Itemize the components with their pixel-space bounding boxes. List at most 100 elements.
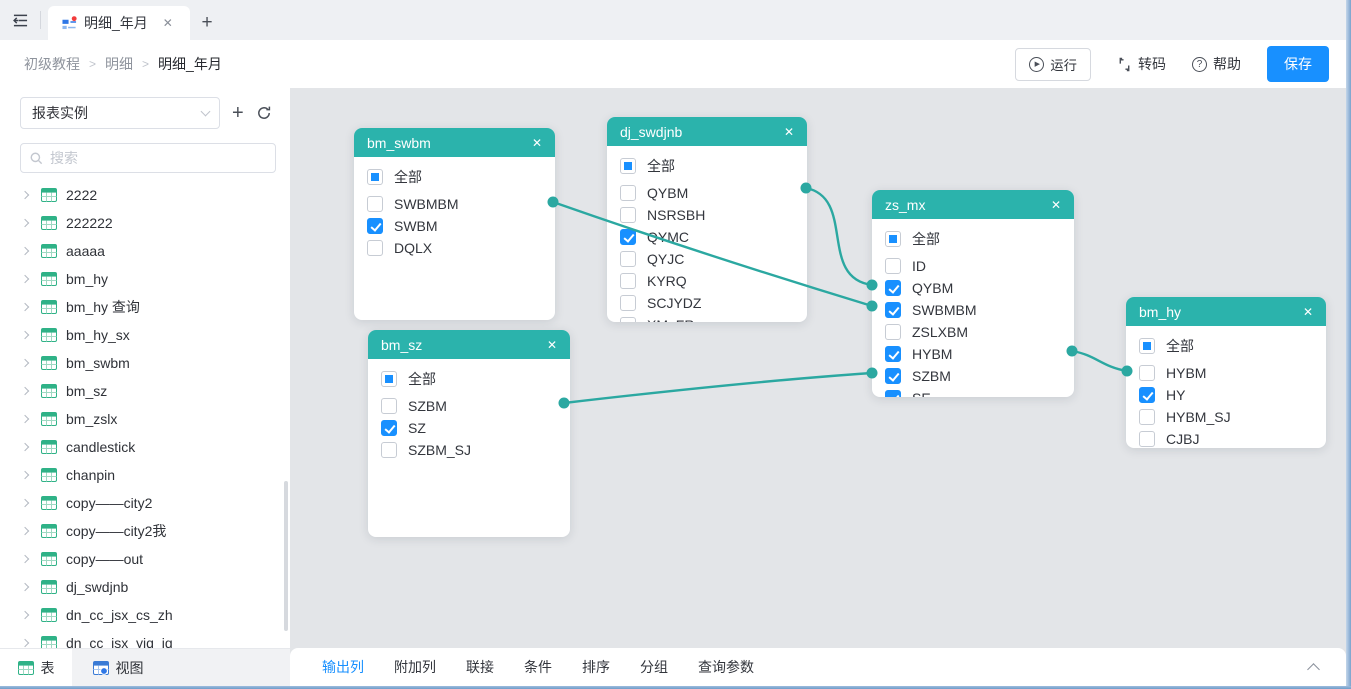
- field-row[interactable]: ID: [885, 255, 1061, 277]
- card-header[interactable]: dj_swdjnb: [607, 117, 807, 146]
- field-row[interactable]: QYBM: [885, 277, 1061, 299]
- tab-close-icon[interactable]: [163, 16, 173, 30]
- checkbox[interactable]: [367, 218, 383, 234]
- table-card-bm_swbm[interactable]: bm_swbm 全部 SWBMBM SWBM DQLX: [354, 128, 555, 320]
- field-row[interactable]: ZSLXBM: [885, 321, 1061, 343]
- tab-extra-columns[interactable]: 附加列: [394, 659, 436, 675]
- field-row[interactable]: KYRQ: [620, 270, 794, 292]
- checkbox[interactable]: [367, 240, 383, 256]
- tab-sort[interactable]: 排序: [582, 659, 610, 675]
- card-close-icon[interactable]: [532, 136, 542, 150]
- field-row[interactable]: SZ: [381, 417, 557, 439]
- field-row[interactable]: SZBM: [381, 395, 557, 417]
- field-row[interactable]: 全部: [367, 166, 542, 188]
- checkbox[interactable]: [885, 324, 901, 340]
- tab-conditions[interactable]: 条件: [524, 659, 552, 675]
- sidebar-item-bm_sz[interactable]: bm_sz: [0, 377, 290, 405]
- field-row[interactable]: HYBM: [885, 343, 1061, 365]
- connection-zs_mx-bm_hy[interactable]: [1071, 349, 1128, 373]
- new-tab-button[interactable]: [190, 6, 224, 40]
- chevron-right-icon[interactable]: [22, 416, 32, 422]
- field-row[interactable]: DQLX: [367, 237, 542, 259]
- checkbox[interactable]: [620, 251, 636, 267]
- chevron-right-icon[interactable]: [22, 192, 32, 198]
- chevron-right-icon[interactable]: [22, 500, 32, 506]
- tab-tables[interactable]: 表: [0, 649, 72, 686]
- field-row[interactable]: HYBM: [1139, 362, 1313, 384]
- sidebar-item-copy-city2[interactable]: copy——city2: [0, 489, 290, 517]
- checkbox[interactable]: [620, 295, 636, 311]
- search-input[interactable]: [50, 150, 267, 166]
- chevron-right-icon[interactable]: [22, 528, 32, 534]
- sidebar-scrollbar[interactable]: [284, 481, 288, 631]
- sidebar-item-2222[interactable]: 2222: [0, 181, 290, 209]
- field-row[interactable]: HYBM_SJ: [1139, 406, 1313, 428]
- query-designer-canvas[interactable]: bm_swbm 全部 SWBMBM SWBM DQLX dj_swdjnb 全部…: [290, 88, 1351, 686]
- card-close-icon[interactable]: [784, 125, 794, 139]
- checkbox[interactable]: [885, 368, 901, 384]
- table-card-bm_hy[interactable]: bm_hy 全部 HYBM HY HYBM_SJ CJBJ: [1126, 297, 1326, 448]
- sidebar-item-222222[interactable]: 222222: [0, 209, 290, 237]
- checkbox[interactable]: [620, 185, 636, 201]
- field-row[interactable]: 全部: [620, 155, 794, 177]
- help-button[interactable]: 帮助: [1192, 54, 1241, 74]
- checkbox[interactable]: [367, 196, 383, 212]
- field-row[interactable]: XM_FR: [620, 314, 794, 322]
- connection-dj_swdjnb-zs_mx[interactable]: [805, 186, 873, 287]
- card-header[interactable]: bm_hy: [1126, 297, 1326, 326]
- field-row[interactable]: QYJC: [620, 248, 794, 270]
- chevron-right-icon[interactable]: [22, 388, 32, 394]
- checkbox[interactable]: [1139, 431, 1155, 447]
- field-row[interactable]: SWBMBM: [367, 193, 542, 215]
- sidebar-item-bm_zslx[interactable]: bm_zslx: [0, 405, 290, 433]
- chevron-right-icon[interactable]: [22, 332, 32, 338]
- datasource-select[interactable]: 报表实例: [20, 97, 220, 129]
- run-button[interactable]: 运行: [1015, 47, 1091, 81]
- field-row[interactable]: SZBM_SJ: [381, 439, 557, 461]
- breadcrumb-item[interactable]: 明细: [105, 56, 134, 72]
- tab-views[interactable]: 视图: [72, 649, 164, 686]
- chevron-right-icon[interactable]: [22, 584, 32, 590]
- checkbox[interactable]: [367, 169, 383, 185]
- add-datasource-button[interactable]: [232, 103, 244, 123]
- chevron-right-icon[interactable]: [22, 276, 32, 282]
- checkbox[interactable]: [620, 229, 636, 245]
- chevron-right-icon[interactable]: [22, 360, 32, 366]
- checkbox[interactable]: [1139, 365, 1155, 381]
- tab-output-columns[interactable]: 输出列: [322, 659, 364, 675]
- connection-bm_sz-zs_mx[interactable]: [563, 371, 873, 405]
- transcode-button[interactable]: 转码: [1117, 54, 1166, 74]
- sidebar-item-chanpin[interactable]: chanpin: [0, 461, 290, 489]
- table-card-bm_sz[interactable]: bm_sz 全部 SZBM SZ SZBM_SJ: [368, 330, 570, 537]
- sidebar-item-bm_hy_sx[interactable]: bm_hy_sx: [0, 321, 290, 349]
- sidebar-item-copy-out[interactable]: copy——out: [0, 545, 290, 573]
- checkbox[interactable]: [885, 302, 901, 318]
- field-row[interactable]: 全部: [885, 228, 1061, 250]
- breadcrumb-item[interactable]: 初级教程: [24, 56, 80, 72]
- checkbox[interactable]: [620, 317, 636, 322]
- table-card-zs_mx[interactable]: zs_mx 全部 ID QYBM SWBMBM ZSLXBM HYBM SZBM…: [872, 190, 1074, 397]
- checkbox[interactable]: [885, 231, 901, 247]
- table-card-dj_swdjnb[interactable]: dj_swdjnb 全部 QYBM NSRSBH QYMC QYJC KYRQ …: [607, 117, 807, 322]
- chevron-right-icon[interactable]: [22, 556, 32, 562]
- tab-query-params[interactable]: 查询参数: [698, 659, 754, 675]
- checkbox[interactable]: [885, 390, 901, 397]
- sidebar-item-candlestick[interactable]: candlestick: [0, 433, 290, 461]
- sidebar-item-dn_cc_jsx_yjq_jq[interactable]: dn_cc_jsx_yjq_jq: [0, 629, 290, 648]
- field-row[interactable]: CJBJ: [1139, 428, 1313, 448]
- checkbox[interactable]: [885, 258, 901, 274]
- field-row[interactable]: SWBM: [367, 215, 542, 237]
- checkbox[interactable]: [620, 273, 636, 289]
- checkbox[interactable]: [1139, 409, 1155, 425]
- checkbox[interactable]: [381, 371, 397, 387]
- checkbox[interactable]: [1139, 338, 1155, 354]
- card-header[interactable]: bm_swbm: [354, 128, 555, 157]
- sidebar-item-bm_swbm[interactable]: bm_swbm: [0, 349, 290, 377]
- chevron-right-icon[interactable]: [22, 220, 32, 226]
- collapse-panel-icon[interactable]: [1309, 661, 1318, 674]
- tab-group[interactable]: 分组: [640, 659, 668, 675]
- field-row[interactable]: 全部: [1139, 335, 1313, 357]
- sidebar-item-aaaaa[interactable]: aaaaa: [0, 237, 290, 265]
- field-row[interactable]: SCJYDZ: [620, 292, 794, 314]
- card-close-icon[interactable]: [547, 338, 557, 352]
